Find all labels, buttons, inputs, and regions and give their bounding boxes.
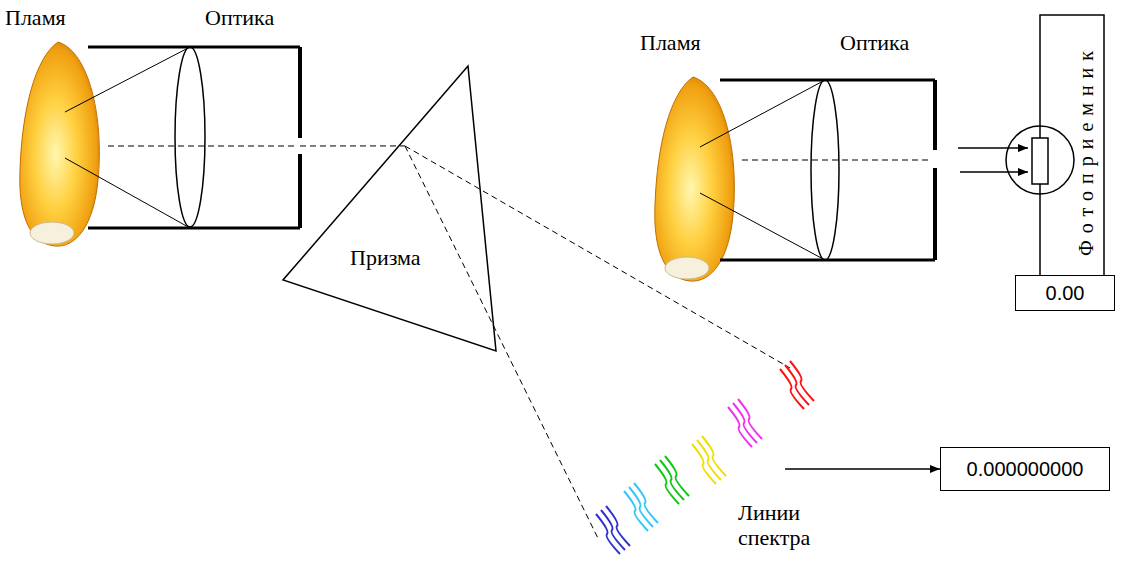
signal-line [958, 147, 1028, 149]
optics-housing [700, 80, 935, 260]
readout-value: 0.000000000 [967, 458, 1084, 481]
spectrum-line [738, 399, 762, 439]
readout-value: 0.00 [1046, 282, 1085, 305]
housing-wall [88, 227, 300, 230]
light-ray [700, 193, 825, 260]
flame [655, 77, 735, 281]
spectrum-lines: Линии спектра [590, 355, 845, 560]
refracted-beam [405, 146, 790, 368]
readout-box: 0.000000000 [940, 447, 1110, 491]
lens [811, 80, 839, 260]
label-text: Пламя [5, 5, 66, 30]
spectrum-line [606, 506, 630, 546]
prism-triangle [283, 66, 496, 351]
flame-base [30, 222, 74, 244]
flame: Пламя [5, 2, 110, 250]
prism: Призма [282, 65, 497, 352]
housing-wall [88, 46, 300, 49]
signal-line [1103, 262, 1105, 275]
flame [20, 42, 100, 246]
photoreceiver-symbol [1006, 15, 1104, 275]
light-ray [700, 80, 825, 147]
flame-body [20, 42, 100, 246]
light-beam [405, 146, 598, 538]
signal-line [785, 468, 940, 470]
label-text: Оптика [840, 30, 909, 55]
light-ray [65, 158, 190, 228]
wire [1039, 184, 1041, 275]
housing-wall [298, 47, 302, 138]
wire [1040, 15, 1104, 262]
optical-axis [108, 146, 296, 147]
label-text: Призма [350, 245, 421, 270]
spectrum-strokes [596, 361, 814, 554]
label-text: Фотоприемник [1075, 44, 1098, 256]
readout-box: 0.00 [1015, 275, 1115, 311]
lens [175, 47, 205, 227]
spectrum-line [702, 436, 726, 476]
label-text: Линии спектра [738, 500, 810, 551]
housing-wall [933, 80, 937, 150]
housing-wall [933, 168, 937, 260]
optics-block: Оптика [150, 2, 300, 232]
optical-axis [742, 160, 931, 161]
optics-housing [65, 47, 300, 228]
spectrum-line [665, 456, 689, 496]
spectrum-line [634, 483, 658, 523]
label-text: Пламя [640, 30, 701, 55]
photoreceiver: Фотоприемник [1028, 10, 1108, 262]
housing-wall [298, 154, 302, 228]
prism-outline [282, 65, 497, 352]
spectrum-line [790, 361, 814, 401]
flame: Пламя [638, 27, 740, 285]
resistor-symbol [1032, 138, 1048, 184]
light-arrow [960, 171, 1028, 173]
label-text: Оптика [205, 5, 274, 30]
light-beam [300, 145, 405, 146]
optics-block: Оптика [775, 27, 958, 263]
light-ray [65, 47, 190, 112]
